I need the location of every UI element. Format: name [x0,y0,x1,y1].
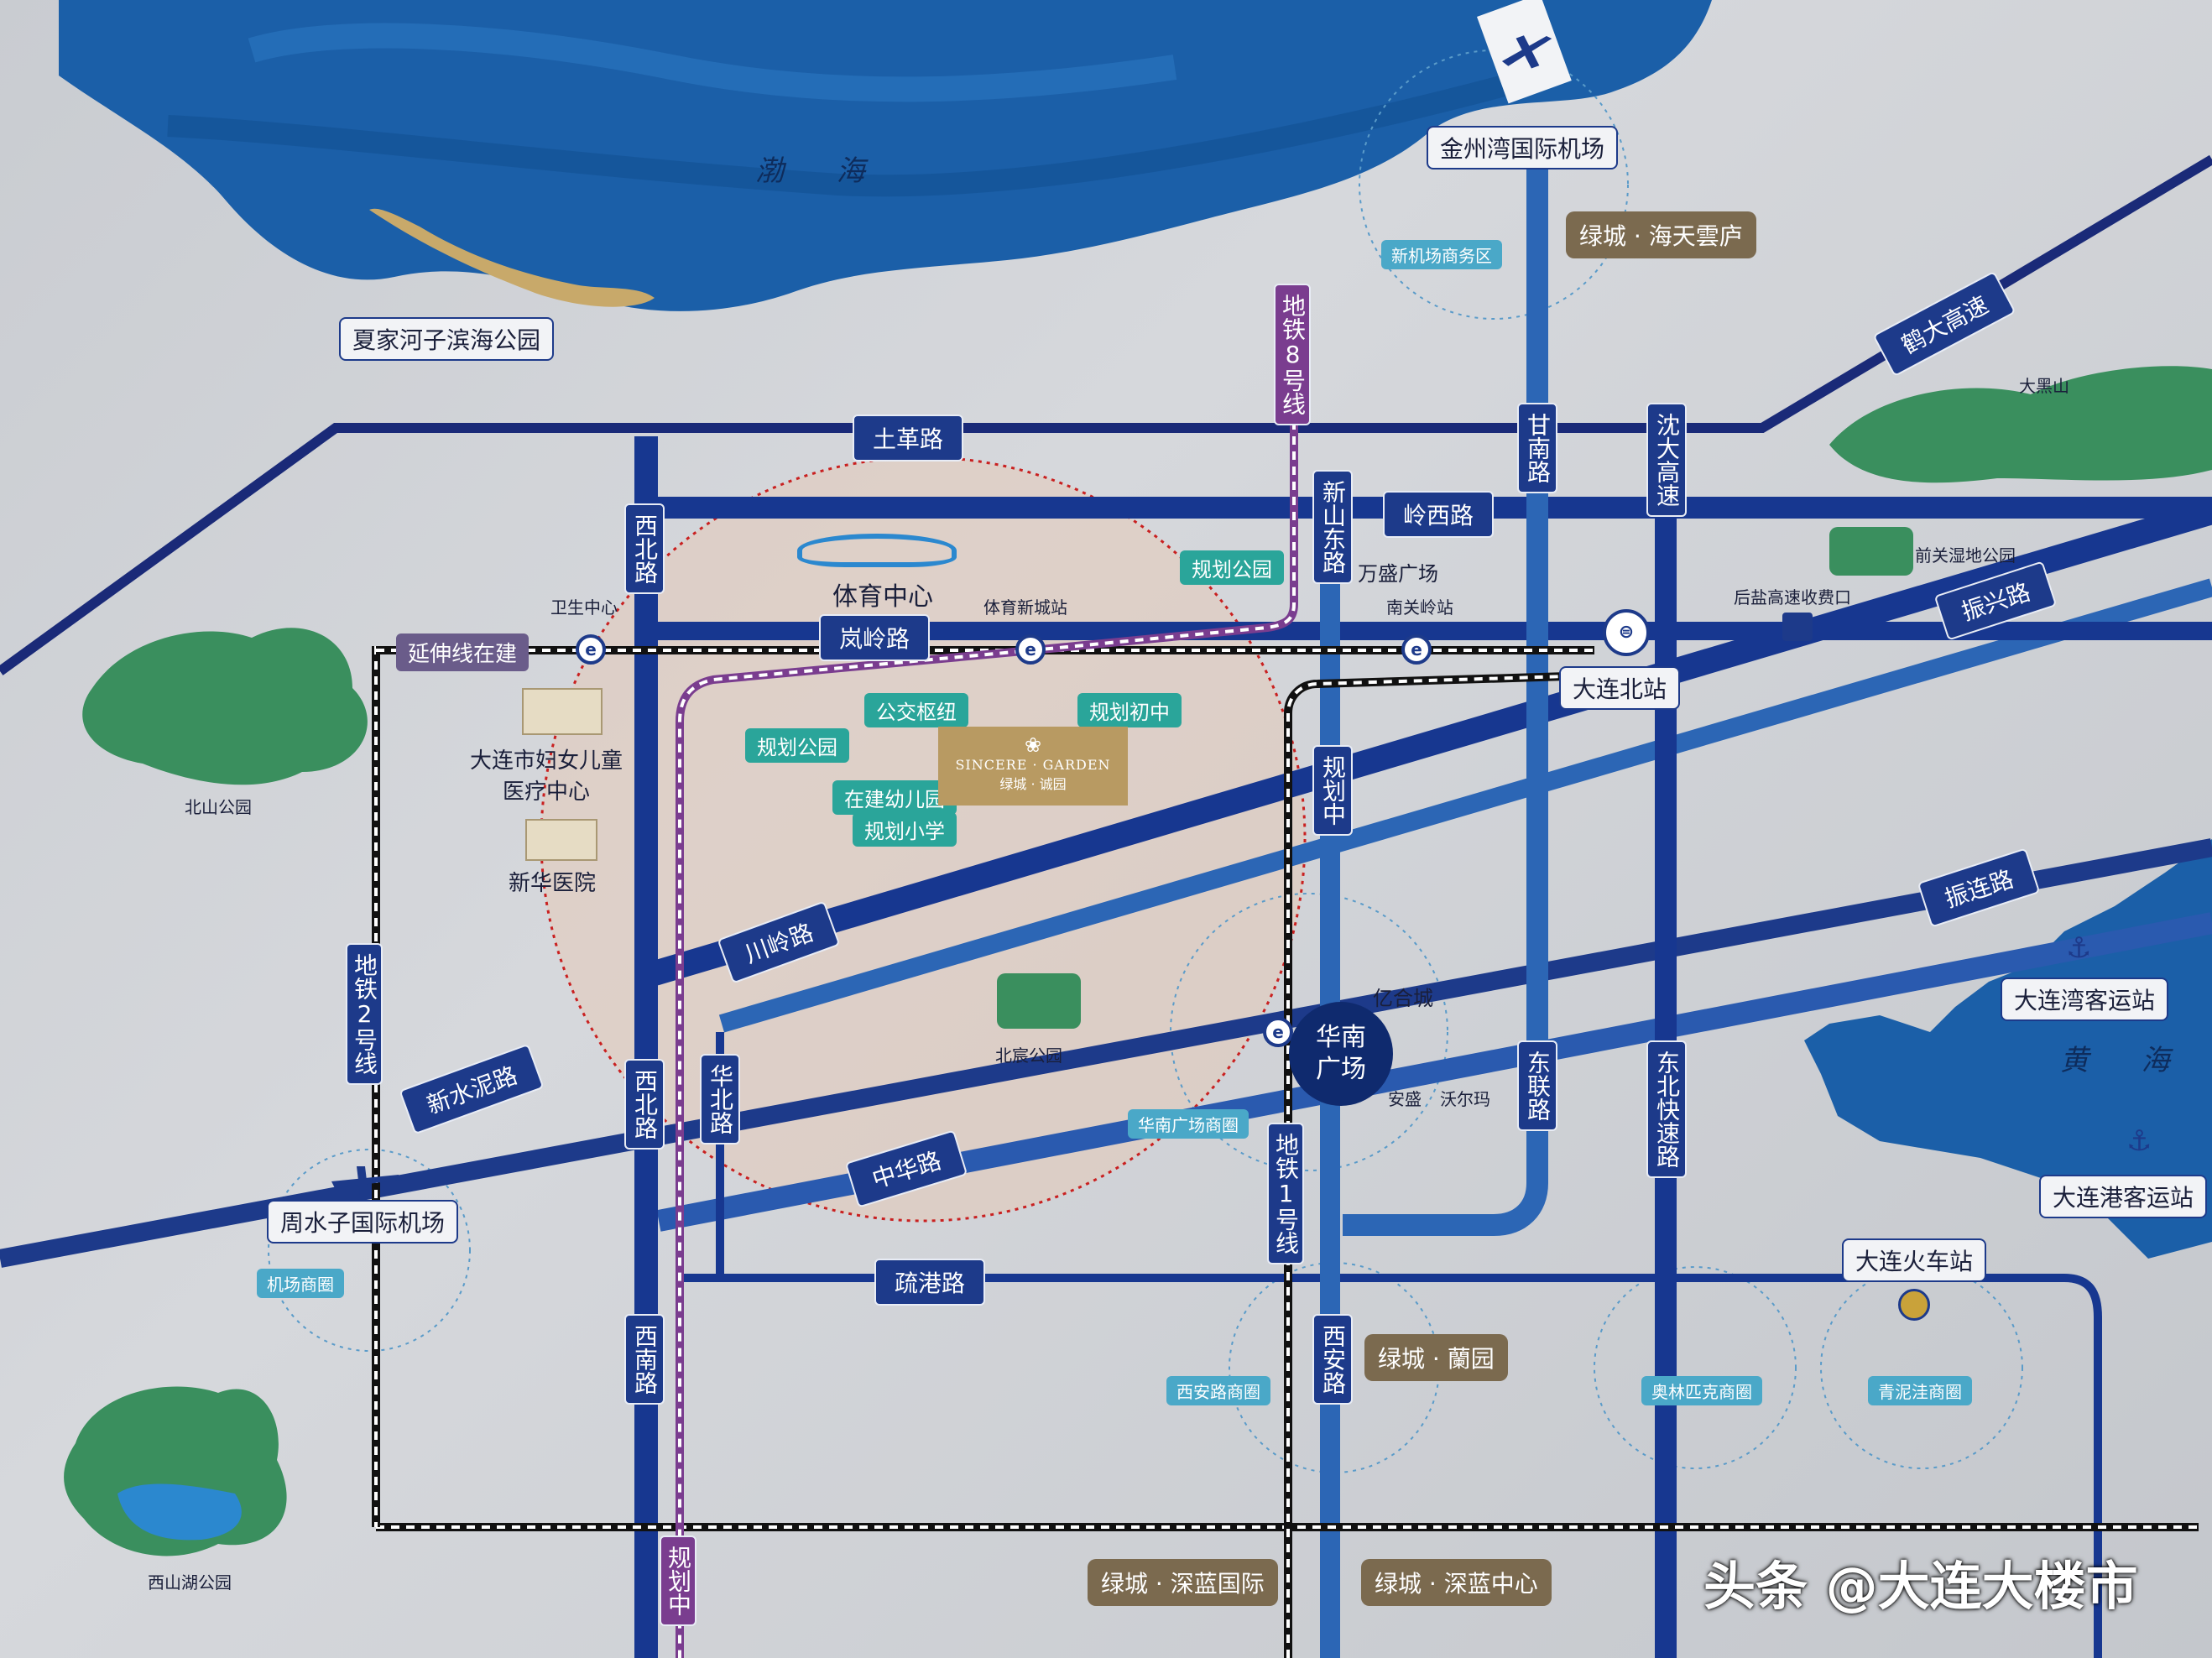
facility-chuzhong: 规划初中 [1077,693,1182,727]
road-shenda: 沈大高速 [1646,403,1687,517]
bohai-sea [59,0,1712,311]
bohai-label: 渤 海 [755,154,887,188]
logo-en: SINCERE · GARDEN [955,757,1111,773]
project-shenlan-center: 绿城 · 深蓝中心 [1361,1559,1552,1606]
road-xibei-top: 西北路 [624,503,665,594]
road-shugang: 疏港路 [874,1259,986,1306]
huanghai-label: 黄 海 [2060,1044,2192,1077]
metro-station-icon-3: e [1401,634,1432,665]
poi-nanguanling: 南关岭站 [1386,597,1453,618]
poi-sports-center: 体育中心 [832,582,933,612]
railway-icon [1898,1289,1930,1321]
road-xinshan-dong: 新山东路 [1312,470,1353,584]
metro-station-icon-4: e [1263,1017,1293,1047]
place-dalian-north: 大连北站 [1559,666,1681,710]
wetland-icon [1829,527,1913,576]
poi-qianguan-wetland: 前关湿地公园 [1915,545,2016,566]
tree-icon [997,973,1081,1029]
zone-olympic: 奥林匹克商圈 [1641,1376,1762,1405]
poi-wansheng: 万盛广场 [1358,562,1438,586]
facility-primary: 规划小学 [853,812,957,847]
poi-beichen-park: 北宸公园 [995,1045,1062,1066]
metro-line1: 地铁1号线 [1267,1123,1304,1264]
poi-beishan-park: 北山公园 [185,797,252,817]
metro-station-icon: e [576,634,606,665]
road-xibei-mid: 西北路 [624,1059,665,1150]
metro-line2: 地铁2号线 [346,943,383,1085]
metro-extension: 延伸线在建 [396,633,530,671]
airplane-icon [1477,0,1572,104]
poi-sports-station: 体育新城站 [983,597,1067,618]
metro-planned: 规划中 [660,1535,696,1626]
metro-line8: 地铁8号线 [1274,284,1311,425]
project-shenlan-intl: 绿城 · 深蓝国际 [1088,1559,1278,1606]
poi-yihe: 亿合城 [1373,987,1433,1010]
project-haitian: 绿城 · 海天雲庐 [1566,211,1756,258]
facility-park1: 规划公园 [1180,550,1284,585]
place-dalian-port: 大连港客运站 [2039,1175,2208,1218]
place-xiajiahezi: 夏家河子滨海公园 [339,317,555,361]
poi-walmart: 沃尔玛 [1440,1089,1490,1109]
road-huabei: 华北路 [700,1054,740,1144]
zone-huanan: 华南广场商圈 [1128,1109,1249,1139]
sincere-garden-logo: ❀ SINCERE · GARDEN 绿城 · 诚园 [938,727,1128,806]
daheishan-area [1829,366,2212,483]
road-xinan-left: 西南路 [624,1314,665,1405]
beishan-park-area [82,628,368,785]
place-jinzhouwan: 金州湾国际机场 [1427,126,1619,169]
road-xian: 西安路 [1312,1314,1353,1405]
poi-hospital-women: 大连市妇女儿童 医疗中心 [470,748,623,805]
logo-mark-icon: ❀ [1024,733,1042,757]
zone-qingniwa: 青泥洼商圈 [1868,1376,1972,1405]
road-guihua-zhong: 规划中 [1312,745,1353,836]
poi-xinhua-hospital: 新华医院 [509,871,597,896]
huanan-square-hub: 华南 广场 [1289,1002,1393,1106]
hospital-icon [522,688,603,735]
poi-houyan-toll: 后盐高速收费口 [1734,587,1851,607]
facility-gongjiao: 公交枢纽 [864,693,968,727]
project-lanyuan: 绿城 · 蘭园 [1364,1334,1508,1381]
anchor-icon-2: ⚓ [2126,1124,2152,1158]
road-donglian: 东联路 [1517,1040,1557,1131]
place-dalianwan-port: 大连湾客运站 [2001,978,2169,1021]
place-zhoushuizi: 周水子国际机场 [267,1200,459,1244]
logo-cn: 绿城 · 诚园 [999,776,1067,792]
zone-airport: 机场商圈 [257,1269,344,1298]
watermark: 头条 @大连大楼市 [1703,1556,2138,1617]
road-gannan: 甘南路 [1517,403,1557,493]
poi-xishanhu-park: 西山湖公园 [148,1572,232,1593]
poi-weisheng: 卫生中心 [550,597,618,618]
train-station-icon: ⊜ [1603,609,1650,656]
poi-daheishan: 大黑山 [2019,376,2069,396]
airplane-icon-2 [331,1166,402,1195]
metro-station-icon-2: e [1015,634,1046,665]
road-lingxi: 岭西路 [1383,491,1495,538]
zone-xianlu: 西安路商圈 [1166,1376,1270,1405]
road-lanling: 岚岭路 [819,614,931,661]
stadium-icon [797,534,957,567]
facility-kindergarten: 在建幼儿园 [832,780,957,815]
facility-park2: 规划公园 [745,728,849,763]
poi-ansheng: 安盛 [1388,1089,1422,1109]
road-tuge: 土革路 [853,414,964,461]
toll-icon [1782,613,1813,641]
beach [369,208,655,307]
road-dongbei-kuaisu: 东北快速路 [1646,1040,1687,1178]
place-dalian-train: 大连火车站 [1842,1238,1987,1282]
anchor-icon: ⚓ [2066,931,2092,965]
zone-new-airport: 新机场商务区 [1381,240,1502,269]
hospital-icon-2 [525,819,597,861]
